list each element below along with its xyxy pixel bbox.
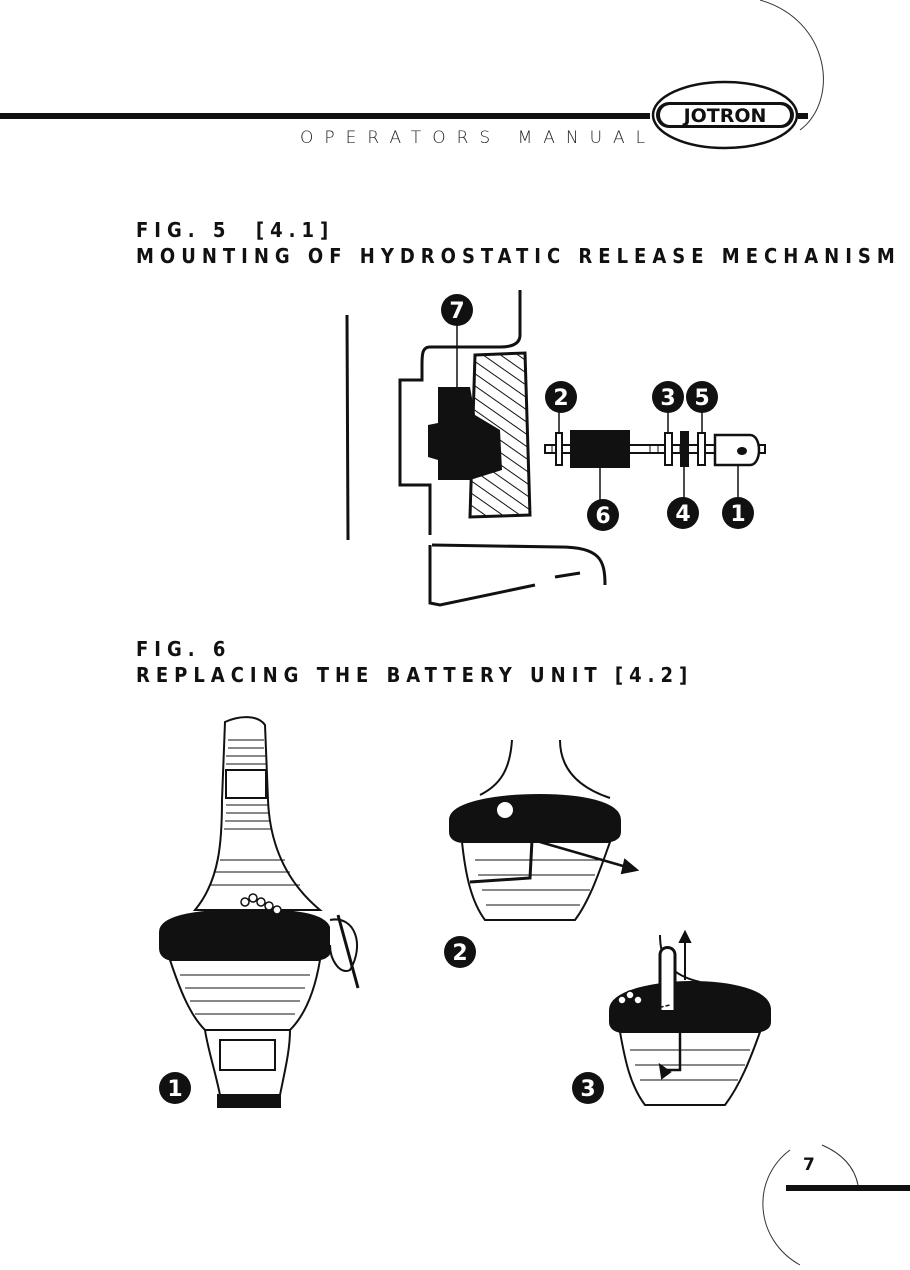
fig6-beacon-full-view bbox=[159, 716, 360, 1108]
fig5-callout-1: 1 bbox=[722, 497, 754, 529]
fig6-callout-1: 1 bbox=[159, 1072, 191, 1104]
header-rule-end bbox=[798, 113, 808, 119]
fig5-callout-3: 3 bbox=[652, 381, 684, 413]
fig5-callout-6-text: 6 bbox=[595, 504, 610, 529]
page-number: 7 bbox=[803, 1155, 815, 1175]
fig6-beacon-collar-view bbox=[449, 739, 640, 921]
fig5-callout-2-text: 2 bbox=[553, 386, 568, 411]
fig6-battery-replacement-illustration: 1 2 3 bbox=[159, 716, 771, 1108]
manual-title: OPERATORS MANUAL bbox=[300, 128, 657, 148]
fig5-callout-4-text: 4 bbox=[675, 502, 690, 527]
fig5-callout-7: 7 bbox=[441, 294, 473, 326]
fig6-callout-2-text: 2 bbox=[452, 941, 467, 966]
fig5-callout-7-text: 7 bbox=[449, 299, 464, 324]
fig6-label: FIG. 6 bbox=[136, 637, 232, 661]
footer-decorative-arc bbox=[762, 1144, 859, 1266]
fig6-callout-2: 2 bbox=[444, 936, 476, 968]
fig6-callout-3: 3 bbox=[572, 1072, 604, 1104]
fig5-callout-5-text: 5 bbox=[694, 386, 709, 411]
header-decorative-arc bbox=[759, 0, 824, 131]
fig5-callout-3-text: 3 bbox=[660, 386, 675, 411]
footer-rule bbox=[786, 1185, 910, 1191]
fig5-caption: MOUNTING OF HYDROSTATIC RELEASE MECHANIS… bbox=[136, 244, 901, 268]
fig5-callout-6: 6 bbox=[587, 499, 619, 531]
fig5-hydrostatic-release-illustration: 7 2 3 5 6 4 1 bbox=[345, 290, 766, 607]
fig6-callout-1-text: 1 bbox=[167, 1077, 182, 1102]
logo-text: JOTRON bbox=[682, 105, 767, 127]
fig5-callout-1-text: 1 bbox=[730, 502, 745, 527]
fig5-callout-4: 4 bbox=[667, 497, 699, 529]
fig5-label: FIG. 5 [4.1] bbox=[136, 218, 335, 242]
jotron-logo: JOTRON bbox=[651, 80, 799, 150]
fig5-callout-2: 2 bbox=[545, 381, 577, 413]
fig6-caption: REPLACING THE BATTERY UNIT [4.2] bbox=[136, 663, 694, 687]
fig6-heading: FIG. 6 REPLACING THE BATTERY UNIT [4.2] bbox=[136, 636, 693, 688]
fig5-heading: FIG. 5 [4.1] MOUNTING OF HYDROSTATIC REL… bbox=[136, 217, 901, 269]
fig6-beacon-pin-view bbox=[609, 929, 771, 1106]
fig6-callout-3-text: 3 bbox=[580, 1077, 595, 1102]
fig5-callout-5: 5 bbox=[686, 381, 718, 413]
header-rule bbox=[0, 113, 650, 119]
